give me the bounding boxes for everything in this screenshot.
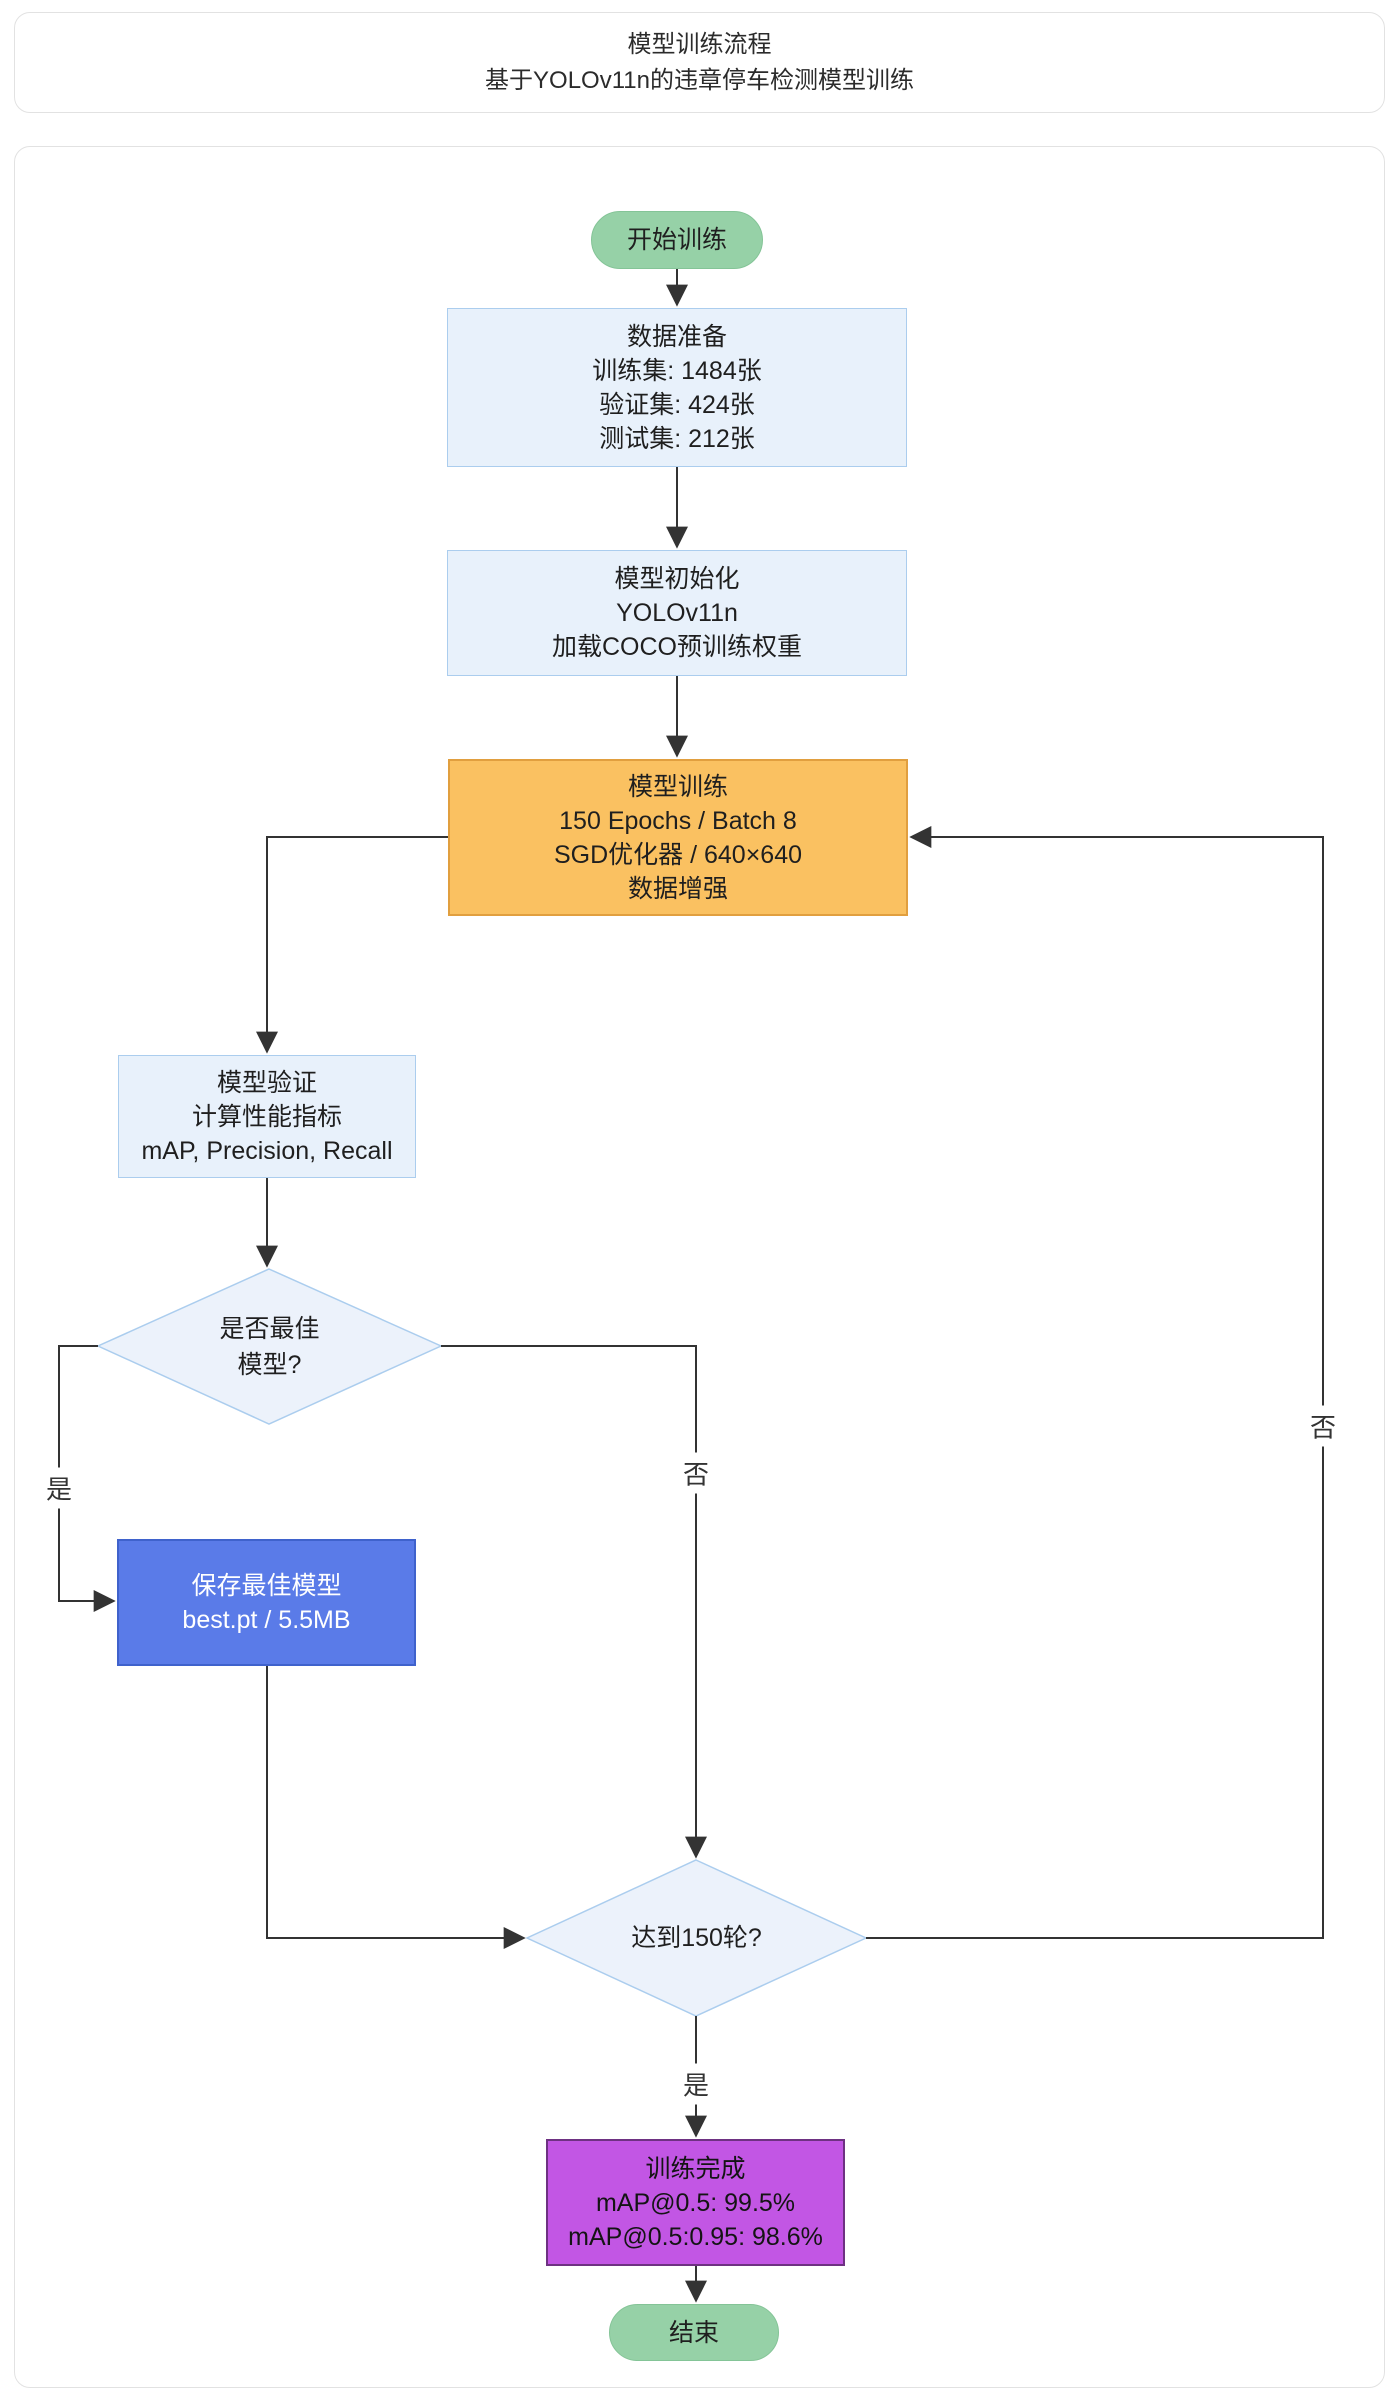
node-model-init: 模型初始化 YOLOv11n 加载COCO预训练权重 <box>447 550 907 676</box>
flowchart-card: 开始训练 数据准备 训练集: 1484张 验证集: 424张 测试集: 212张… <box>14 146 1385 2388</box>
node-line: mAP@0.5: 99.5% <box>595 2188 796 2217</box>
node-line: 模型训练 <box>627 772 728 801</box>
node-line: 模型? <box>237 1350 302 1379</box>
edge-training-to-validation <box>256 836 448 1054</box>
node-line: 保存最佳模型 <box>191 1571 342 1600</box>
page-title: 模型训练流程 <box>627 30 772 58</box>
node-data-preparation: 数据准备 训练集: 1484张 验证集: 424张 测试集: 212张 <box>447 308 907 467</box>
node-line: YOLOv11n <box>616 599 738 627</box>
node-line: mAP, Precision, Recall <box>141 1136 393 1165</box>
node-model-training: 模型训练 150 Epochs / Batch 8 SGD优化器 / 640×6… <box>448 759 908 916</box>
node-line: mAP@0.5:0.95: 98.6% <box>568 2222 823 2251</box>
node-end: 结束 <box>609 2304 779 2361</box>
node-line: 是否最佳 <box>219 1314 320 1343</box>
header-card: 模型训练流程 基于YOLOv11n的违章停车检测模型训练 <box>14 12 1385 113</box>
node-line: 计算性能指标 <box>191 1102 342 1131</box>
page-subtitle: 基于YOLOv11n的违章停车检测模型训练 <box>485 66 914 94</box>
node-line: 数据准备 <box>626 322 727 351</box>
node-line: 训练完成 <box>645 2154 746 2183</box>
flowchart-edges-layer <box>58 269 1324 2303</box>
node-end-label: 结束 <box>668 2318 719 2347</box>
node-line: 150 Epochs / Batch 8 <box>559 806 797 835</box>
node-start-label: 开始训练 <box>626 226 727 254</box>
node-line: 训练集: 1484张 <box>592 356 762 385</box>
node-training-complete: 训练完成 mAP@0.5: 99.5% mAP@0.5:0.95: 98.6% <box>546 2139 845 2266</box>
node-epoch-decision: 达到150轮? <box>527 1860 866 2016</box>
edge-best-no-to-epoch-decision <box>441 1345 707 1859</box>
node-line: 加载COCO预训练权重 <box>551 633 802 661</box>
edge-save-to-epoch-decision <box>266 1666 526 1949</box>
node-line: 达到150轮? <box>631 1924 762 1952</box>
best-model-decision-shape <box>96 1268 443 1425</box>
node-model-validation: 模型验证 计算性能指标 mAP, Precision, Recall <box>118 1055 416 1178</box>
edge-label-epoch-no: 否 <box>1304 1405 1342 1447</box>
edge-label-best-no: 否 <box>677 1452 715 1494</box>
node-line: 测试集: 212张 <box>599 424 755 453</box>
node-start: 开始训练 <box>591 211 763 269</box>
node-line: 数据增强 <box>627 874 728 903</box>
node-line: 模型初始化 <box>614 565 740 593</box>
node-line: SGD优化器 / 640×640 <box>553 840 803 869</box>
edge-epoch-no-loop-to-training <box>866 826 1324 1939</box>
node-line: best.pt / 5.5MB <box>182 1605 351 1634</box>
node-line: 验证集: 424张 <box>599 390 755 419</box>
edge-label-best-yes: 是 <box>40 1467 78 1509</box>
edge-label-epoch-yes: 是 <box>677 2063 715 2105</box>
node-save-best-model: 保存最佳模型 best.pt / 5.5MB <box>117 1539 416 1666</box>
node-best-model-decision: 是否最佳 模型? <box>98 1269 441 1424</box>
node-line: 模型验证 <box>216 1068 317 1097</box>
